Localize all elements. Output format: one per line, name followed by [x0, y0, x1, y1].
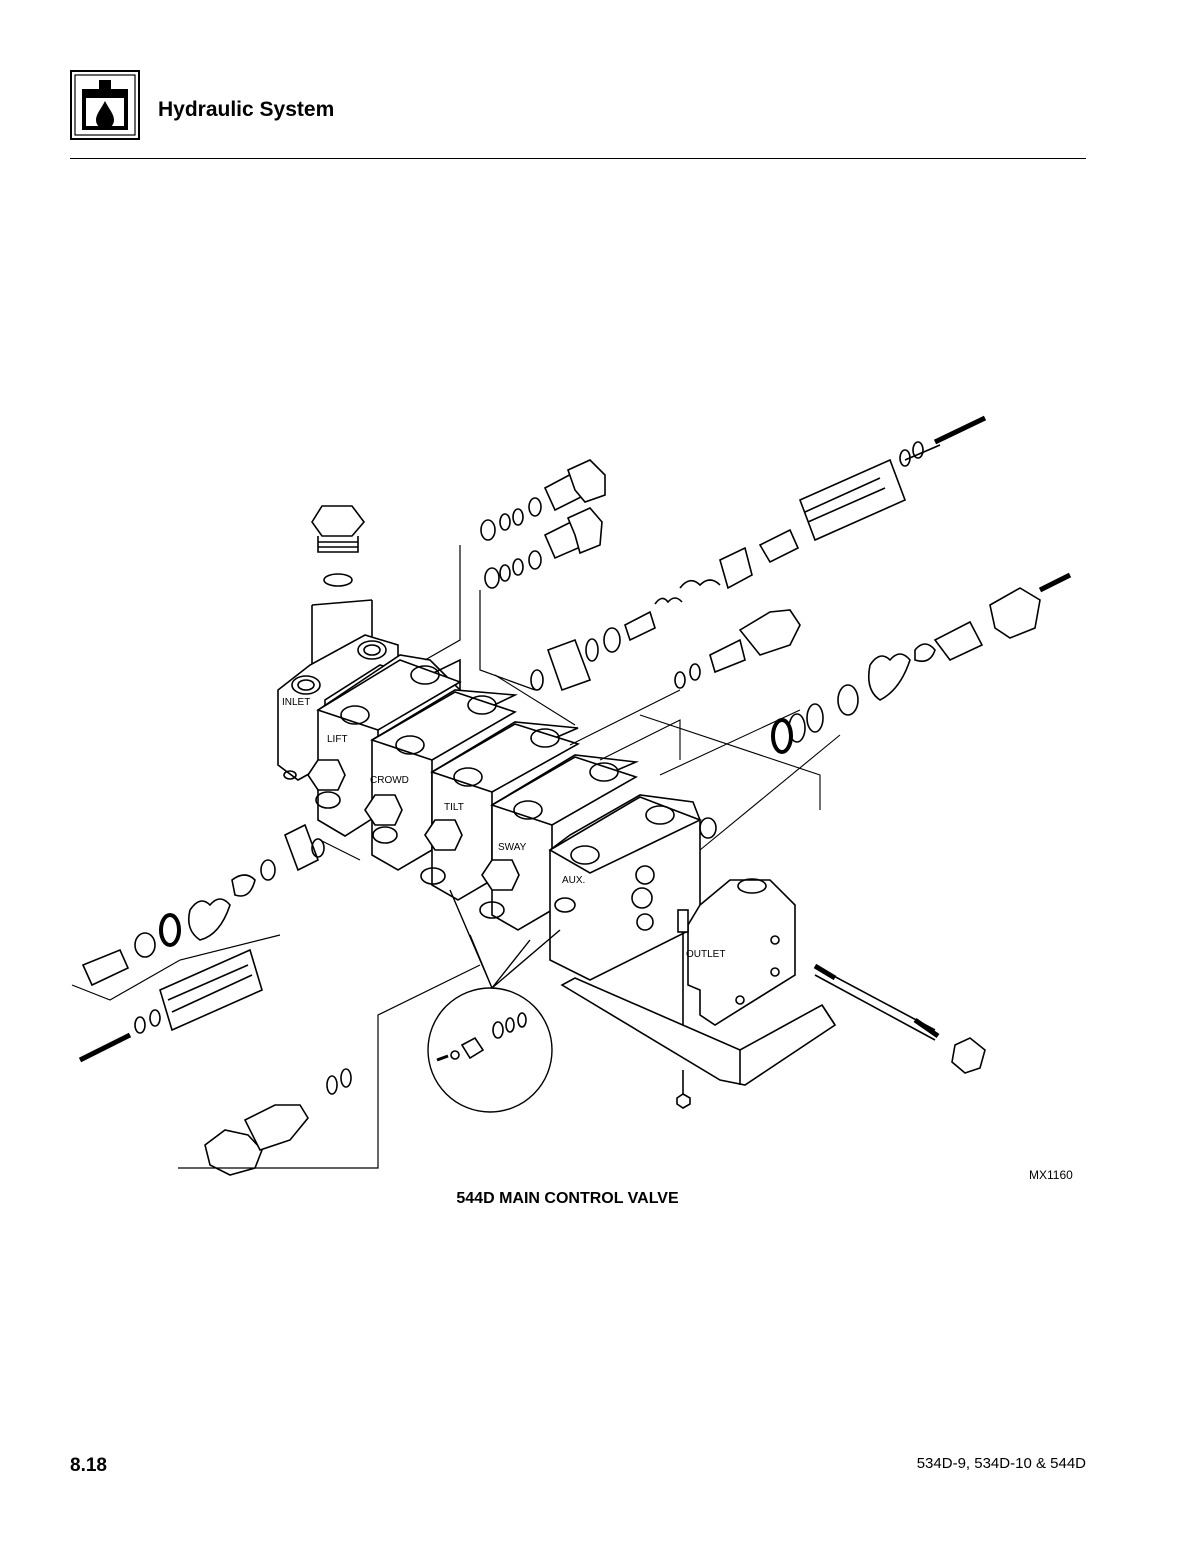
spool-spring-upper	[530, 415, 987, 692]
relief-valve-right	[674, 572, 1072, 754]
section-title: Hydraulic System	[158, 98, 335, 121]
header-divider	[70, 158, 1086, 159]
aux-section	[548, 794, 717, 981]
section-labels: INLET LIFT CROWD TILT SWAY AUX. OUTLET	[282, 697, 725, 960]
lift-section	[307, 654, 462, 837]
label-lift: LIFT	[327, 734, 348, 745]
tie-rod	[813, 963, 986, 1074]
outlet-section	[677, 878, 796, 1040]
relief-cartridge-upper	[424, 459, 606, 691]
figure-caption: 544D MAIN CONTROL VALVE	[456, 1190, 679, 1207]
page-number: 8.18	[70, 1455, 107, 1476]
detail-inset	[427, 889, 561, 1113]
label-inlet: INLET	[282, 697, 310, 708]
relief-valve-lower	[178, 964, 481, 1176]
crowd-section	[364, 689, 518, 871]
label-tilt: TILT	[444, 802, 464, 813]
hydraulic-press-icon	[70, 70, 140, 140]
label-crowd: CROWD	[370, 775, 409, 786]
label-aux: AUX.	[562, 875, 585, 886]
figure-id: MX1160	[1029, 1168, 1073, 1182]
inlet-section	[277, 634, 399, 781]
label-outlet: OUTLET	[686, 949, 725, 960]
spool-spring-left	[71, 823, 325, 1063]
label-sway: SWAY	[498, 842, 527, 853]
model-reference: 534D-9, 534D-10 & 544D	[916, 1455, 1086, 1472]
leader-lines	[319, 674, 841, 861]
mounting-strap	[560, 977, 837, 1109]
control-valve-exploded-diagram: INLET LIFT CROWD TILT SWAY AUX. OUTLET	[71, 415, 1072, 1176]
